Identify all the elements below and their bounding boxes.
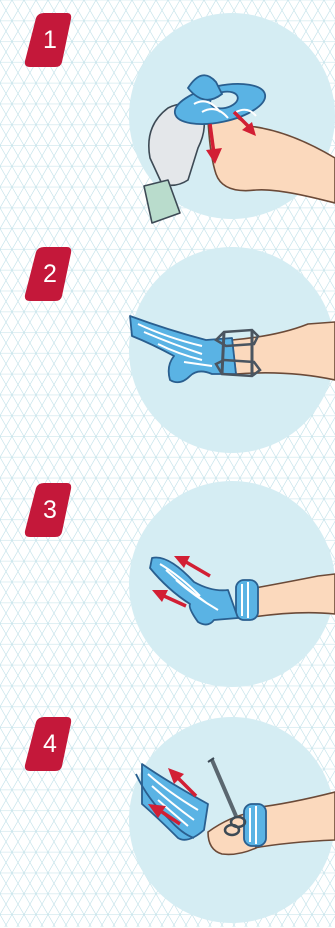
step-4-badge: 4 [24, 716, 72, 772]
step-2-badge: 2 [24, 246, 72, 302]
rolled-cuff [244, 804, 266, 846]
step-number: 1 [24, 12, 72, 68]
rolled-cuff [236, 580, 258, 620]
step-number: 2 [24, 246, 72, 302]
step-2-illustration [128, 240, 335, 460]
step-number: 3 [24, 482, 72, 538]
step-3-illustration [128, 472, 335, 692]
step-4-illustration [128, 708, 335, 928]
step-4: 4 [0, 696, 335, 928]
step-3: 3 [0, 464, 335, 696]
step-1-badge: 1 [24, 12, 72, 68]
step-number: 4 [24, 716, 72, 772]
step-2: 2 [0, 232, 335, 464]
step-1: 1 [0, 0, 335, 232]
step-3-badge: 3 [24, 482, 72, 538]
step-1-illustration [128, 8, 335, 228]
